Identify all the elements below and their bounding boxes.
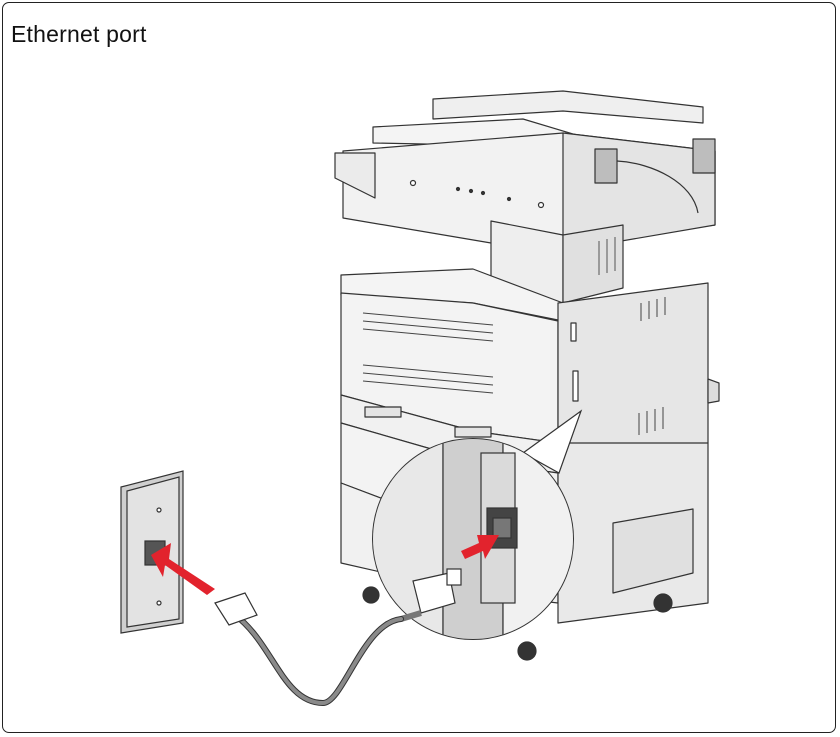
front-vents — [362, 312, 494, 394]
engine-side — [557, 282, 709, 462]
zoom-pointer — [521, 409, 583, 474]
caster-1 — [362, 586, 380, 604]
side-slot-2 — [572, 370, 579, 402]
neck-vents — [598, 237, 616, 275]
cabinet-panel — [612, 508, 694, 594]
side-handle — [707, 378, 720, 404]
tray-handle-1 — [364, 406, 402, 418]
figure-caption: Ethernet port — [11, 21, 147, 47]
side-slot-1 — [570, 322, 577, 342]
scanner-top — [432, 90, 704, 124]
neck-side — [562, 224, 624, 304]
hinge-right — [692, 138, 716, 174]
rj45-connector-icon — [400, 568, 462, 622]
output-tray-left — [334, 152, 376, 199]
tray-handle-2 — [454, 426, 492, 438]
cable-connector — [214, 592, 258, 626]
caster-2 — [517, 641, 537, 661]
caster-3 — [653, 593, 673, 613]
zoom-inset — [372, 438, 574, 640]
wall-jack — [120, 470, 184, 634]
ethernet-cable — [214, 592, 404, 707]
side-vents — [638, 297, 666, 435]
printer-ethernet-illustration — [120, 90, 720, 707]
scanner-cable — [616, 160, 699, 214]
red-arrow-large — [151, 543, 215, 595]
hinge-left — [594, 148, 618, 184]
red-insert-arrow-icon — [461, 535, 499, 559]
